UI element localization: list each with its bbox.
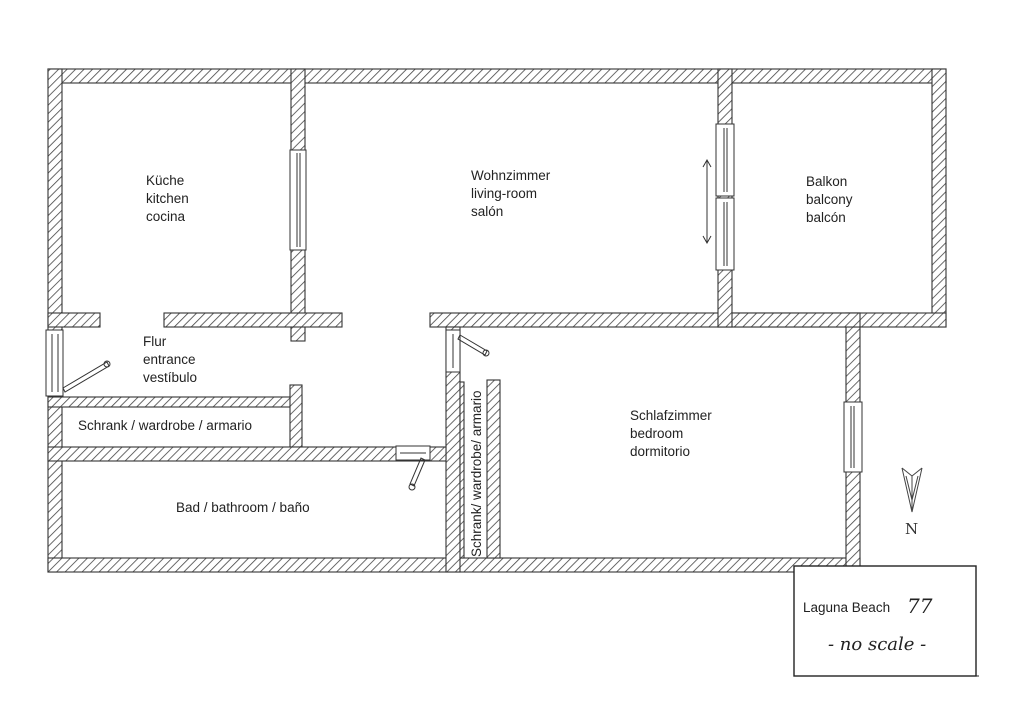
balcony-label-en: balcony <box>806 192 853 207</box>
kitchen-window <box>289 149 307 251</box>
bedroom-label-de: Schlafzimmer <box>630 408 712 423</box>
wall-vwardrobe-left <box>459 381 465 559</box>
balcony-door-upper <box>715 123 735 197</box>
wall-wardrobe-top <box>47 396 303 408</box>
bedroom-label-es: dormitorio <box>630 444 690 459</box>
north-arrow-icon <box>901 467 923 513</box>
wardrobe-label: Schrank / wardrobe / armario <box>78 418 252 433</box>
kitchen-label: Küche kitchen cocina <box>146 173 189 224</box>
title-box: Laguna Beach 77 - no scale - <box>793 565 979 677</box>
entrance-door-frame <box>45 329 64 397</box>
wall-kitchen-bottom-right <box>163 312 343 328</box>
balcony-label-de: Balkon <box>806 174 847 189</box>
kitchen-label-de: Küche <box>146 173 184 188</box>
vertical-wardrobe-label: Schrank/ wardrobe/ armario <box>469 390 484 557</box>
bedroom-door-leaf <box>457 334 490 357</box>
hall-label-en: entrance <box>143 352 196 367</box>
wall-top <box>47 68 947 84</box>
wall-right-balcony <box>931 68 947 328</box>
wall-bedroom-top <box>429 312 861 328</box>
bedroom-window <box>843 401 863 473</box>
title-box-note: - no scale - <box>828 634 926 655</box>
balcony-label: Balkon balcony balcón <box>806 174 853 225</box>
wall-wardrobe-right <box>289 384 303 448</box>
wall-bathroom-top <box>47 446 447 462</box>
hall-label: Flur entrance vestíbulo <box>143 334 197 385</box>
double-arrow-icon <box>702 158 712 245</box>
bedroom-label: Schlafzimmer bedroom dormitorio <box>630 408 712 459</box>
title-box-number: 77 <box>907 594 933 618</box>
title-box-name: Laguna Beach <box>803 600 890 615</box>
entrance-door-leaf <box>62 360 111 393</box>
wall-vwardrobe-right <box>486 379 501 559</box>
wall-kitchen-bottom-left <box>47 312 101 328</box>
balcony-label-es: balcón <box>806 210 846 225</box>
bathroom-door-leaf <box>408 457 426 491</box>
walls <box>47 68 947 573</box>
kitchen-label-es: cocina <box>146 209 186 224</box>
living-label-es: salón <box>471 204 503 219</box>
balcony-door-lower <box>715 197 735 271</box>
living-label-de: Wohnzimmer <box>471 168 551 183</box>
kitchen-label-en: kitchen <box>146 191 189 206</box>
hall-label-es: vestíbulo <box>143 370 197 385</box>
living-label-en: living-room <box>471 186 537 201</box>
living-room-label: Wohnzimmer living-room salón <box>471 168 551 219</box>
openings <box>45 123 863 491</box>
north-label: N <box>905 520 918 538</box>
hall-label-de: Flur <box>143 334 167 349</box>
bedroom-label-en: bedroom <box>630 426 683 441</box>
bathroom-label: Bad / bathroom / baño <box>176 500 310 515</box>
